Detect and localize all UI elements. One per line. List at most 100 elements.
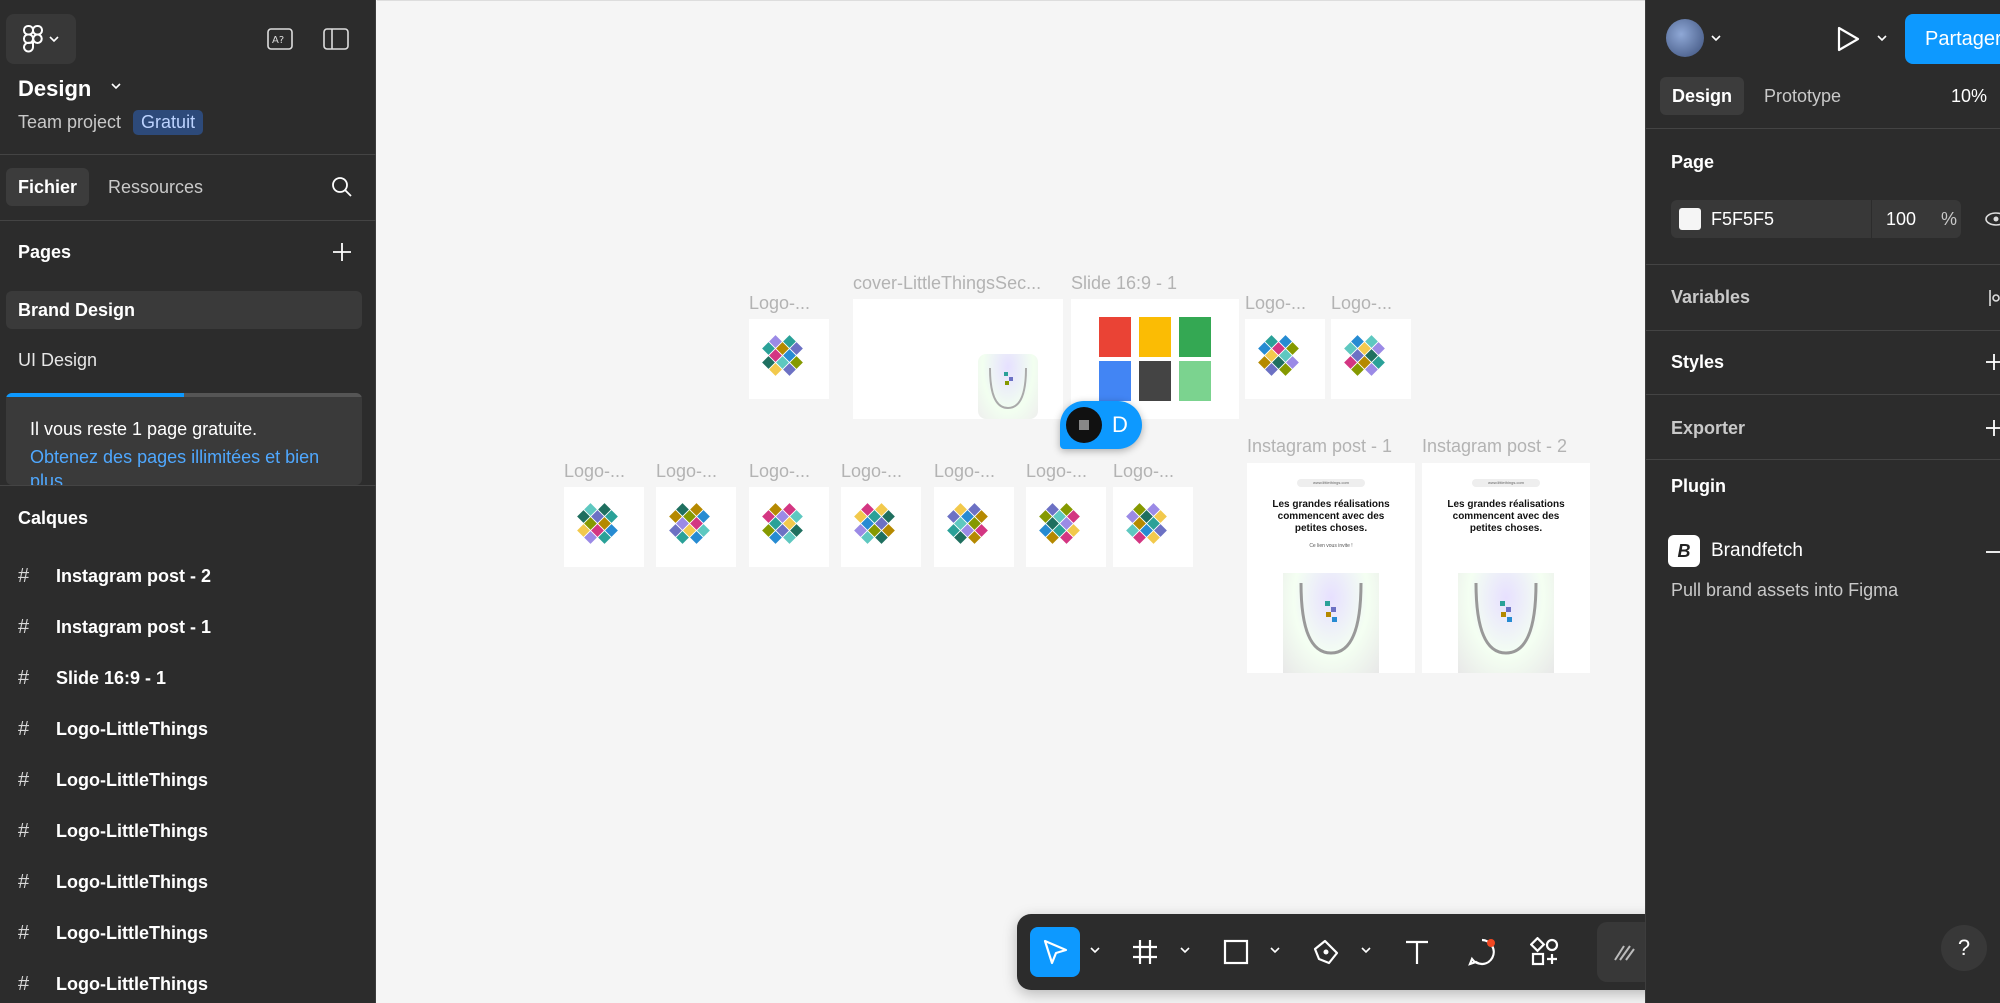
file-title[interactable]: Design (18, 76, 92, 101)
frame-tool-button[interactable] (1120, 927, 1170, 977)
bag-image (1458, 573, 1554, 673)
logo-frame[interactable] (656, 487, 736, 567)
plan-badge[interactable]: Gratuit (133, 110, 204, 135)
frame-label[interactable]: Logo-... (1245, 293, 1307, 313)
search-icon[interactable] (324, 169, 360, 205)
present-play-icon[interactable] (1830, 21, 1866, 57)
zoom-level[interactable]: 10% (1951, 86, 1988, 106)
move-tool-button[interactable] (1030, 927, 1080, 977)
draw-mode-button[interactable] (1603, 927, 1647, 977)
instagram-post-2[interactable]: www.littlethings.com Les grandes réalisa… (1422, 463, 1590, 673)
upsell-link[interactable]: Obtenez des pages illimitées et bien plu… (30, 447, 320, 485)
divider (1646, 459, 2000, 460)
layer-item[interactable]: #Logo-LittleThings (18, 760, 208, 800)
chevron-down-icon[interactable] (1269, 945, 1281, 955)
instagram-post-1[interactable]: www.littlethings.com Les grandes réalisa… (1247, 463, 1415, 673)
layer-item[interactable]: #Logo-LittleThings (18, 862, 208, 902)
logo-frame[interactable] (564, 487, 644, 567)
color-hex-value[interactable]: F5F5F5 (1711, 209, 1775, 229)
color-swatch[interactable] (1679, 208, 1701, 230)
layer-item[interactable]: #Logo-LittleThings (18, 913, 208, 953)
slide-color-block (1099, 317, 1131, 357)
frame-label[interactable]: Slide 16:9 - 1 (1071, 273, 1178, 293)
layer-item[interactable]: #Instagram post - 1 (18, 607, 211, 647)
logo-frame[interactable] (1026, 487, 1106, 567)
layer-item[interactable]: #Logo-LittleThings (18, 709, 208, 749)
add-page-icon[interactable] (324, 234, 360, 270)
frame-label[interactable]: Logo-... (749, 461, 811, 481)
slide-color-block (1139, 317, 1171, 357)
shape-tool-button[interactable] (1211, 927, 1261, 977)
frame-label[interactable]: Logo-... (841, 461, 903, 481)
logo-frame[interactable] (749, 319, 829, 399)
avatar[interactable] (1666, 19, 1704, 57)
divider (1871, 200, 1872, 238)
add-style-icon[interactable] (1986, 354, 2000, 370)
slide-color-block (1179, 317, 1211, 357)
chevron-down-icon[interactable] (1360, 945, 1372, 955)
eye-icon[interactable] (1984, 210, 2000, 228)
frame-label[interactable]: Logo-... (656, 461, 718, 481)
team-line: Team project Gratuit (18, 110, 204, 135)
toggle-sidebar-icon[interactable] (318, 21, 354, 57)
chevron-down-icon[interactable] (1710, 33, 1722, 43)
share-button[interactable]: Partager (1905, 14, 2000, 64)
variables-icon[interactable] (1986, 288, 2000, 308)
layer-label: Instagram post - 2 (56, 565, 212, 586)
minus-icon[interactable] (1986, 550, 2000, 554)
cover-frame[interactable] (853, 299, 1063, 419)
frame-label[interactable]: cover-LittleThingsSec... (853, 273, 1042, 293)
frame-label[interactable]: Logo-... (1113, 461, 1175, 481)
chevron-down-icon[interactable] (1876, 33, 1888, 43)
logo-frame[interactable] (1245, 319, 1325, 399)
export-section-title[interactable]: Exporter (1671, 418, 1746, 438)
help-button[interactable]: ? (1941, 925, 1987, 971)
frame-label[interactable]: Logo-... (1026, 461, 1088, 481)
tab-design[interactable]: Design (1660, 77, 1745, 115)
text-tool-button[interactable] (1392, 927, 1442, 977)
divider (0, 220, 376, 221)
right-panel: Partager Design Prototype 10% Page F5F5F… (1645, 0, 2000, 1003)
frame-label[interactable]: Logo-... (1331, 293, 1393, 313)
logo-frame[interactable] (841, 487, 921, 567)
actions-tool-button[interactable] (1520, 927, 1570, 977)
tab-prototype[interactable]: Prototype (1764, 85, 1842, 106)
svg-text:A?: A? (272, 35, 284, 46)
divider (0, 154, 376, 155)
pen-tool-button[interactable] (1301, 927, 1351, 977)
canvas[interactable]: Logo-... cover-LittleThingsSec... Slide … (377, 0, 1759, 1003)
frame-label[interactable]: Instagram post - 1 (1247, 436, 1393, 456)
page-item-brand-design[interactable]: Brand Design (6, 291, 362, 329)
tab-ressources[interactable]: Ressources (108, 176, 204, 197)
frame-label[interactable]: Logo-... (934, 461, 996, 481)
logo-frame[interactable] (1113, 487, 1193, 567)
chevron-down-icon[interactable] (110, 81, 122, 91)
layer-item[interactable]: #Logo-LittleThings (18, 964, 208, 1003)
comment-tool-button[interactable] (1457, 927, 1507, 977)
frame-label[interactable]: Logo-... (749, 293, 811, 313)
page-item-ui-design[interactable]: UI Design (18, 349, 98, 370)
frame-label[interactable]: Logo-... (564, 461, 626, 481)
chevron-down-icon[interactable] (1089, 945, 1101, 955)
bag-image (978, 354, 1038, 419)
variables-section-title[interactable]: Variables (1671, 287, 1751, 307)
logo-frame[interactable] (1331, 319, 1411, 399)
slide-frame[interactable] (1071, 299, 1239, 419)
slide-color-block (1139, 361, 1171, 401)
plugin-name[interactable]: Brandfetch (1711, 540, 1803, 561)
layer-item[interactable]: #Logo-LittleThings (18, 811, 208, 851)
chevron-down-icon[interactable] (1179, 945, 1191, 955)
logo-frame[interactable] (934, 487, 1014, 567)
main-menu-button[interactable] (6, 14, 76, 64)
logo-frame[interactable] (749, 487, 829, 567)
layer-item[interactable]: #Instagram post - 2 (18, 556, 211, 596)
layer-item[interactable]: #Slide 16:9 - 1 (18, 658, 166, 698)
opacity-value[interactable]: 100 (1886, 209, 1917, 229)
divider (0, 485, 376, 486)
text-translate-icon[interactable]: A? (262, 21, 298, 57)
layer-label: Logo-LittleThings (56, 922, 208, 943)
page-color-field[interactable]: F5F5F5 100 % (1671, 200, 1961, 238)
tab-fichier[interactable]: Fichier (6, 168, 90, 206)
add-export-icon[interactable] (1986, 420, 2000, 436)
frame-label[interactable]: Instagram post - 2 (1422, 436, 1568, 456)
